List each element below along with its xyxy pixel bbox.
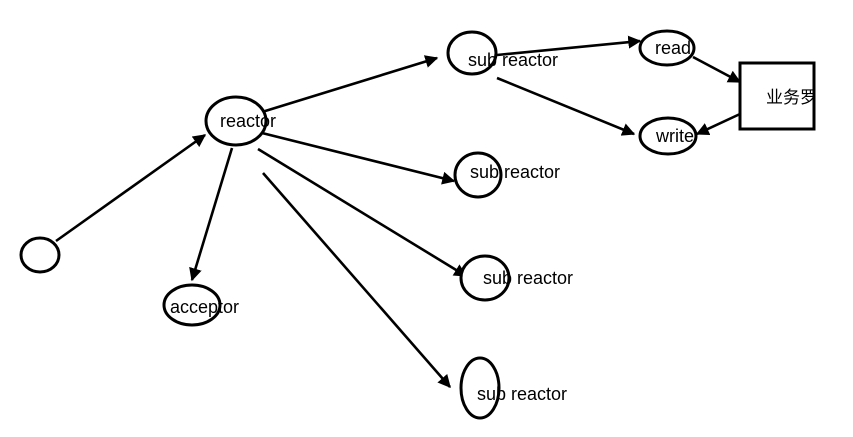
read-node-shape (638, 29, 696, 67)
edge-reactor-to-sub-reactor-4 (262, 172, 451, 388)
edge-business-logic-to-write (695, 112, 741, 136)
acceptor-label: acceptor (170, 297, 239, 317)
write-label: write (655, 126, 694, 146)
reactor-label: reactor (220, 111, 276, 131)
start-node-shape (19, 236, 61, 274)
acceptor-node: acceptor (162, 283, 239, 327)
sub-reactor-2-node: sub reactor (453, 151, 560, 199)
sub-reactor-3-node: sub reactor (459, 254, 573, 302)
reactor-node-shape (204, 95, 268, 147)
sub-reactor-2-shape (453, 151, 503, 199)
sub-reactor-3-label: sub reactor (483, 268, 573, 288)
edge-sub-reactor-to-read (496, 35, 642, 57)
sub-reactor-4-label: sub reactor (477, 384, 567, 404)
edge-read-to-business-logic (692, 55, 742, 84)
read-node: read (638, 29, 696, 67)
edge-reactor-to-sub-reactor-3 (257, 147, 468, 278)
write-node-shape (638, 116, 698, 156)
edge-reactor-to-sub-reactor-1 (261, 55, 439, 114)
business-logic-node: 业务罗 (738, 61, 817, 131)
edges (55, 35, 742, 388)
edge-reactor-to-acceptor (189, 147, 234, 282)
reactor-node: reactor (204, 95, 276, 147)
write-node: write (638, 116, 698, 156)
sub-reactor-1-node: sub reactor (446, 30, 558, 76)
edge-reactor-to-sub-reactor-2 (261, 131, 456, 185)
sub-reactor-1-shape (446, 30, 498, 76)
edge-start-to-reactor (55, 133, 207, 243)
sub-reactor-2-label: sub reactor (470, 162, 560, 182)
sub-reactor-3-shape (459, 254, 511, 302)
read-label: read (655, 38, 691, 58)
sub-reactor-4-node: sub reactor (459, 356, 567, 420)
business-logic-label: 业务罗 (766, 88, 817, 108)
edge-sub-reactor-to-write (496, 76, 636, 136)
acceptor-node-shape (162, 283, 222, 327)
business-logic-shape (738, 61, 816, 131)
sub-reactor-4-shape (459, 356, 501, 420)
start-node (19, 236, 61, 274)
sub-reactor-1-label: sub reactor (468, 50, 558, 70)
